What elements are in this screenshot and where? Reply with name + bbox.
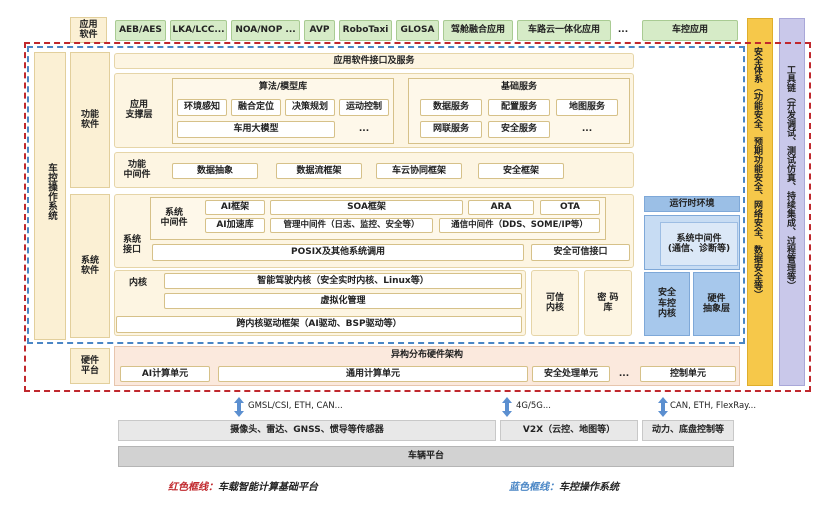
v2x-box: V2X（云控、地图等） [500,420,638,441]
trusted-interface: 安全可信接口 [531,244,630,261]
middleware-dataflow: 数据流框架 [276,163,362,179]
legend-blue: 蓝色框线：车控操作系统 [509,478,619,493]
support-layer-label: 应用 支撑层 [125,99,153,120]
app-item-vehicle-control: 车控应用 [642,20,738,41]
app-item-lka: LKA/LCC... [170,20,227,41]
hardware-label: 硬件 平台 [70,348,110,384]
toolchain-bar: 工具链（开发调试、测试仿真、持续集成、过程管理等） [779,18,805,386]
hw-abstraction-layer: 硬件 抽象层 [693,272,740,336]
hw-ellipsis: ... [618,368,630,379]
legend-blue-text: 车控操作系统 [559,482,619,493]
interface-v2x: 4G/5G... [516,401,551,411]
ara: ARA [468,200,534,215]
safety-system-text: 安全体系（功能安全、预期功能安全、网络安全、数据安全等） [752,47,762,299]
posix-bar: POSIX及其他系统调用 [152,244,524,261]
system-middleware-label: 系统 中间件 [160,207,188,228]
app-item-cockpit-fusion: 驾舱融合应用 [443,20,513,41]
ai-accel-lib: AI加速库 [205,218,265,233]
middleware-security-framework: 安全框架 [478,163,564,179]
algo-item-planning: 决策规划 [285,99,335,116]
algo-item-motion-control: 运动控制 [339,99,389,116]
comm-middleware: 通信中间件（DDS、SOME/IP等） [439,218,600,233]
interface-chassis: CAN, ETH, FlexRay... [670,401,757,411]
sys-middleware-blue: 系统中间件 (通信、诊断等) [660,222,738,266]
ai-framework: AI框架 [205,200,265,215]
system-software-label: 系统 软件 [70,194,110,338]
algo-item-ellipsis: ... [358,124,370,135]
service-security: 安全服务 [488,121,550,138]
hardware-arch-title: 异构分布硬件架构 [390,349,463,360]
ota: OTA [540,200,600,215]
virtualization: 虚拟化管理 [164,293,522,309]
sensors-box: 摄像头、雷达、GNSS、惯导等传感器 [118,420,496,441]
mgmt-middleware: 管理中间件（日志、监控、安全等） [270,218,433,233]
kernel-label: 内核 [128,277,147,288]
middleware-data-abstraction: 数据抽象 [172,163,258,179]
service-ellipsis: ... [581,124,593,135]
toolchain-text: 工具链（开发调试、测试仿真、持续集成、过程管理等） [785,65,795,290]
service-config: 配置服务 [488,99,550,116]
hw-security-unit: 安全处理单元 [532,366,610,382]
app-item-vehicle-road-cloud: 车路云一体化应用 [517,20,611,41]
arrow-icon [658,397,668,417]
crypto-lib: 密 码 库 [584,270,632,336]
service-network: 网联服务 [420,121,482,138]
legend-red: 红色框线：车载智能计算基础平台 [168,478,318,493]
functional-software-label: 功能 软件 [70,52,110,188]
algo-item-perception: 环境感知 [177,99,227,116]
legend-red-text: 车载智能计算基础平台 [218,482,318,493]
ad-kernel: 智能驾驶内核（安全实时内核、Linux等） [164,273,522,289]
vehicle-platform: 车辆平台 [118,446,734,467]
app-item-aeb: AEB/AES [115,20,166,41]
algo-item-large-model: 车用大模型 [177,121,335,138]
driver-framework: 跨内核驱动框架（AI驱动、BSP驱动等） [116,316,522,333]
os-label: 车控操作系统 [46,163,57,220]
safety-system-bar: 安全体系（功能安全、预期功能安全、网络安全、数据安全等） [747,18,773,386]
legend-blue-label: 蓝色框线： [509,482,559,493]
arrow-icon [502,397,512,417]
app-item-noa: NOA/NOP ... [231,20,300,41]
legend-red-label: 红色框线： [168,482,218,493]
soa-framework: SOA框架 [270,200,463,215]
os-label-column: 车控操作系统 [34,52,66,340]
app-item-avp: AVP [304,20,335,41]
runtime-environment: 运行时环境 [644,196,740,212]
arrow-icon [234,397,244,417]
app-item-robotaxi: RoboTaxi [339,20,392,41]
interface-sensors: GMSL/CSI, ETH, CAN... [248,401,343,411]
service-map: 地图服务 [556,99,618,116]
hw-general-unit: 通用计算单元 [218,366,528,382]
chassis-box: 动力、底盘控制等 [642,420,734,441]
safe-control-kernel: 安全 车控 内核 [644,272,690,336]
function-middleware-label: 功能 中间件 [123,159,151,180]
system-interface-label: 系统 接口 [122,234,141,255]
app-interface-bar: 应用软件接口及服务 [114,53,634,69]
app-item-ellipsis: ... [617,25,629,36]
algo-item-localization: 融合定位 [231,99,281,116]
service-data: 数据服务 [420,99,482,116]
app-item-glosa: GLOSA [396,20,439,41]
algo-lib-title: 算法/模型库 [258,81,308,92]
app-layer-label: 应用 软件 [70,17,107,43]
middleware-vehicle-cloud: 车云协同框架 [376,163,462,179]
basic-services-title: 基础服务 [500,81,537,92]
hw-ai-unit: AI计算单元 [120,366,210,382]
hw-control-unit: 控制单元 [640,366,736,382]
trusted-kernel: 可信 内核 [531,270,579,336]
